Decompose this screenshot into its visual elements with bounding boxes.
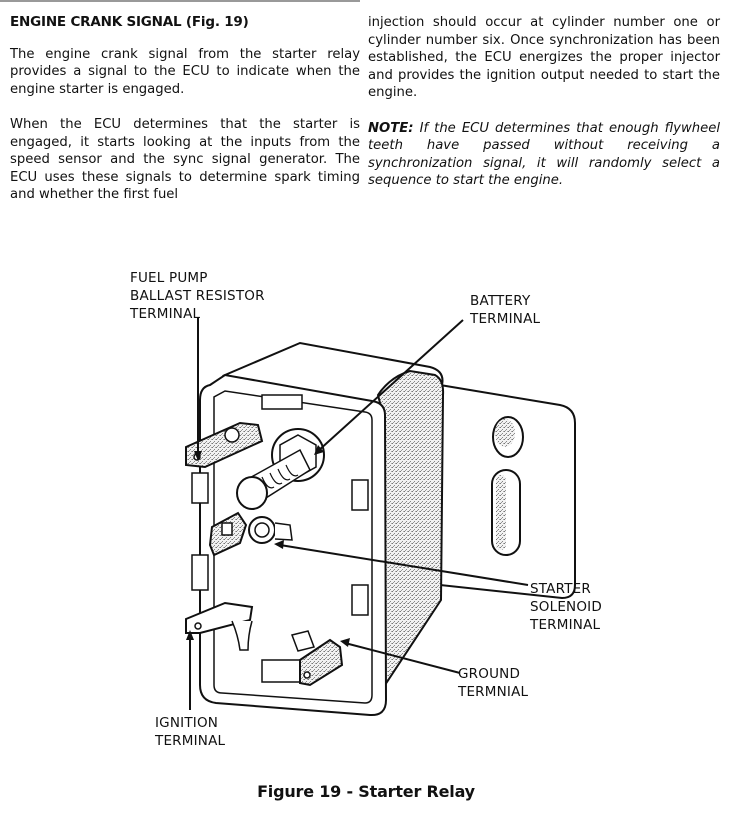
starter-solenoid-leader	[279, 544, 529, 586]
note-label: NOTE:	[368, 120, 414, 136]
callout-line: FUEL PUMP	[130, 270, 208, 286]
callout-line: TERMINAL	[130, 306, 201, 322]
starter-relay-figure: FUEL PUMP BALLAST RESISTOR TERMINAL BATT…	[0, 255, 732, 765]
callout-ignition-terminal: IGNITION TERMINAL	[155, 714, 225, 750]
right-column: injection should occur at cylinder numbe…	[368, 14, 720, 190]
starter-relay-illustration	[185, 317, 576, 717]
note-text: If the ECU determines that enough flywhe…	[368, 120, 720, 189]
callout-line: TERMINAL	[530, 617, 601, 633]
ignition-terminal-part	[185, 601, 254, 651]
callout-line: TERMINAL	[155, 733, 226, 749]
figure-caption: Figure 19 - Starter Relay	[257, 782, 475, 801]
callout-line: GROUND	[458, 666, 521, 682]
callout-line: TERMNIAL	[458, 684, 529, 700]
callout-line: BALLAST RESISTOR	[130, 288, 265, 304]
callout-battery-terminal: BATTERY TERMINAL	[470, 292, 540, 328]
callout-line: STARTER	[530, 581, 591, 597]
left-column: ENGINE CRANK SIGNAL (Fig. 19) The engine…	[10, 14, 360, 222]
note: NOTE: If the ECU determines that enough …	[368, 120, 720, 190]
paragraph: injection should occur at cylinder numbe…	[368, 15, 720, 100]
callout-line: IGNITION	[155, 715, 219, 731]
leader-lines	[186, 317, 529, 710]
battery-leader	[317, 319, 464, 452]
ground-leader	[344, 642, 461, 674]
mounting-bracket	[439, 383, 576, 600]
callout-fuel-pump-ballast-resistor-terminal: FUEL PUMP BALLAST RESISTOR TERMINAL	[130, 269, 265, 323]
ground-terminal-part	[291, 630, 344, 687]
paragraph: When the ECU determines that the starter…	[10, 117, 360, 202]
top-rule	[0, 0, 360, 2]
callout-line: BATTERY	[470, 293, 531, 309]
section-heading: ENGINE CRANK SIGNAL (Fig. 19)	[10, 14, 249, 30]
paragraph: The engine crank signal from the starter…	[10, 46, 360, 97]
callout-ground-terminal: GROUND TERMNIAL	[458, 665, 528, 701]
starter-solenoid-terminal-part	[208, 511, 293, 557]
callout-starter-solenoid-terminal: STARTER SOLENOID TERMINAL	[530, 580, 602, 634]
callout-line: TERMINAL	[470, 311, 541, 327]
battery-stud	[236, 428, 325, 510]
callout-line: SOLENOID	[530, 599, 602, 615]
